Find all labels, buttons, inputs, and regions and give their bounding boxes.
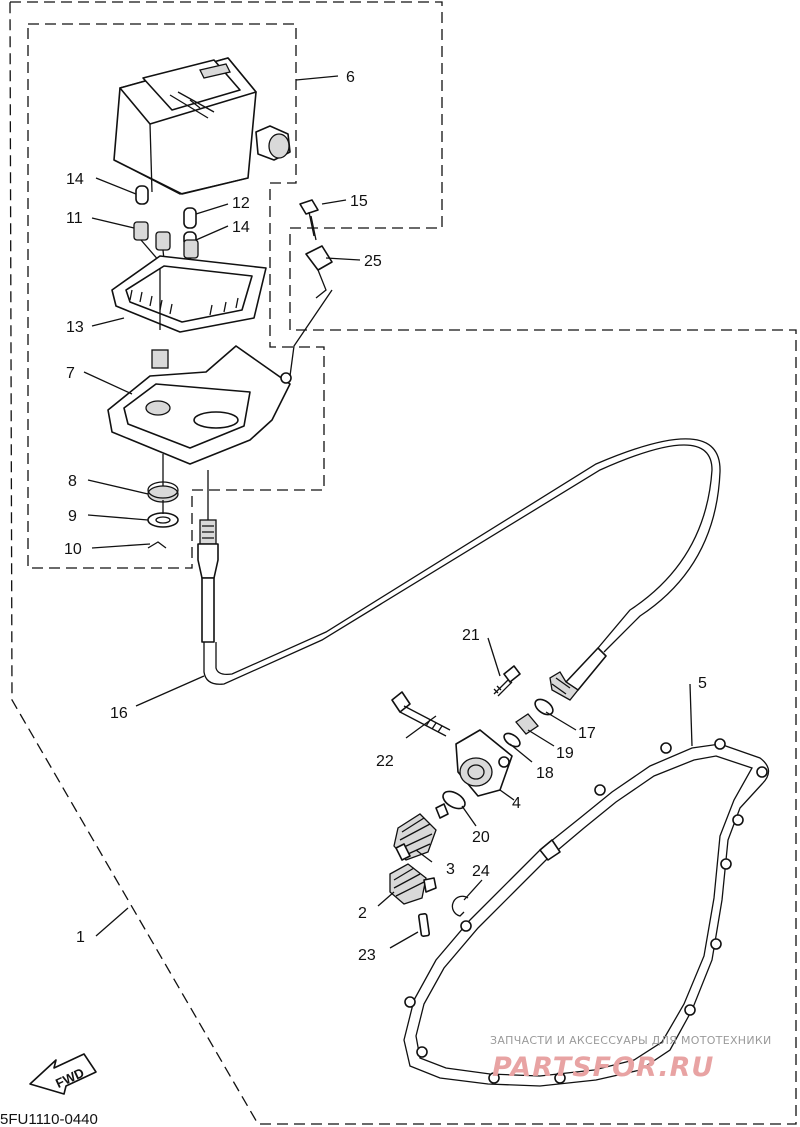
meter-bracket (107, 345, 292, 465)
callout-24: 24 (472, 863, 490, 880)
washer-9 (147, 512, 179, 528)
fwd-arrow: FWD (29, 1053, 97, 1095)
callout-22: 22 (376, 753, 394, 770)
callout-3: 3 (446, 861, 455, 878)
bolt-22 (391, 691, 451, 737)
oring-20 (442, 790, 466, 810)
callout-1: 1 (76, 929, 85, 946)
gasket-5 (403, 738, 770, 1087)
gear-3 (393, 803, 449, 861)
gear-2 (389, 863, 437, 905)
callout-9: 9 (68, 508, 77, 525)
callout-4: 4 (512, 795, 521, 812)
screw-15 (299, 199, 319, 241)
callout-10: 10 (64, 541, 82, 558)
callout-12: 12 (232, 195, 250, 212)
callout-19: 19 (556, 745, 574, 762)
leader-lines (83, 75, 693, 949)
callout-15: 15 (350, 193, 368, 210)
washer-18 (503, 732, 521, 748)
guide-line-25 (289, 289, 333, 377)
callout-7: 7 (66, 365, 75, 382)
callout-23: 23 (358, 947, 376, 964)
callout-25: 25 (364, 253, 382, 270)
callout-20: 20 (472, 829, 490, 846)
callout-17: 17 (578, 725, 596, 742)
oring-17 (534, 698, 554, 716)
dowel-pin-23 (417, 913, 431, 937)
meter-assembly-boundary (27, 23, 325, 569)
callout-14-upper: 14 (66, 171, 84, 188)
callout-21: 21 (462, 627, 480, 644)
watermark-tagline: ЗАПЧАСТИ И АКСЕССУАРЫ ДЛЯ МОТОТЕХНИКИ (490, 1034, 772, 1047)
assembly-boundary (9, 1, 797, 1125)
gear-housing-4 (455, 729, 513, 797)
meter-housing (113, 57, 291, 195)
callout-8: 8 (68, 473, 77, 490)
callout-6: 6 (346, 69, 355, 86)
diagram-code: 5FU1110-0440 (0, 1111, 98, 1127)
meter-case (111, 255, 267, 333)
stay-25 (305, 245, 333, 299)
watermark-brand: PARTSFOR.RU (492, 1052, 714, 1083)
bushing-19 (515, 713, 539, 735)
bolt-21 (493, 665, 521, 697)
callout-14-lower: 14 (232, 219, 250, 236)
bulb-upper (135, 185, 149, 205)
callout-13: 13 (66, 319, 84, 336)
clip-10 (147, 541, 167, 549)
speedometer-cable (197, 438, 721, 701)
callout-2: 2 (358, 905, 367, 922)
circlip-24 (451, 895, 469, 917)
bulb-12 (183, 207, 197, 229)
callout-11: 11 (66, 210, 83, 227)
callout-16: 16 (110, 705, 128, 722)
wire-connector (151, 349, 169, 369)
callout-5: 5 (698, 675, 707, 692)
callout-18: 18 (536, 765, 554, 782)
